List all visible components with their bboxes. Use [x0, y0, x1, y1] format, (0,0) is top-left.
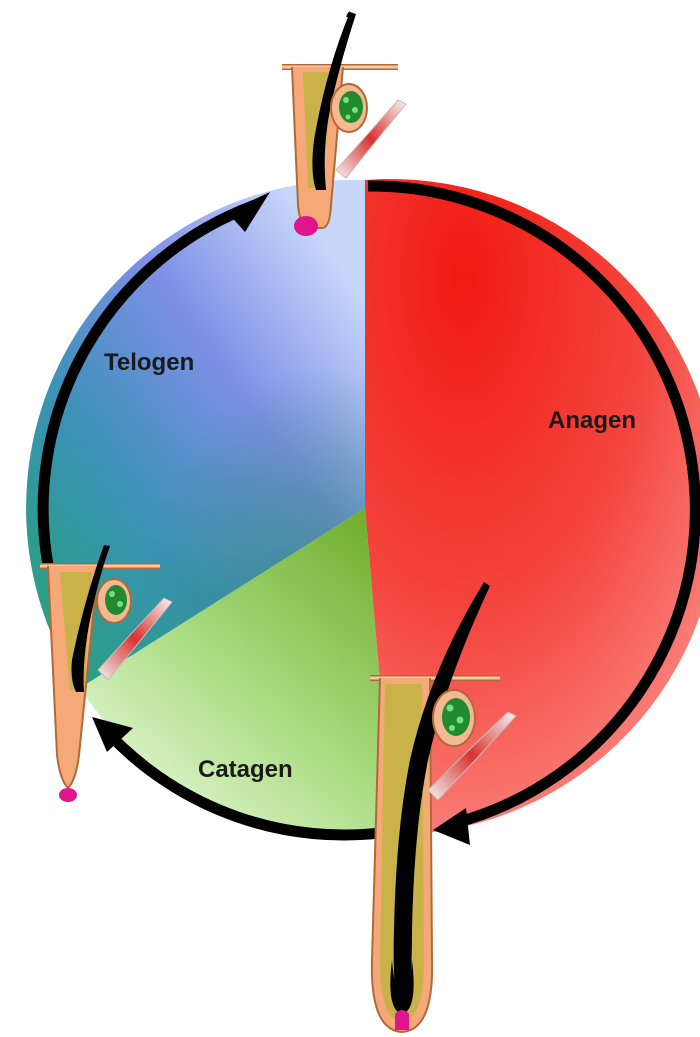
- telogen-label: Telogen: [104, 349, 194, 376]
- catagen-label: Catagen: [198, 756, 293, 783]
- anagen-label: Anagen: [548, 407, 636, 434]
